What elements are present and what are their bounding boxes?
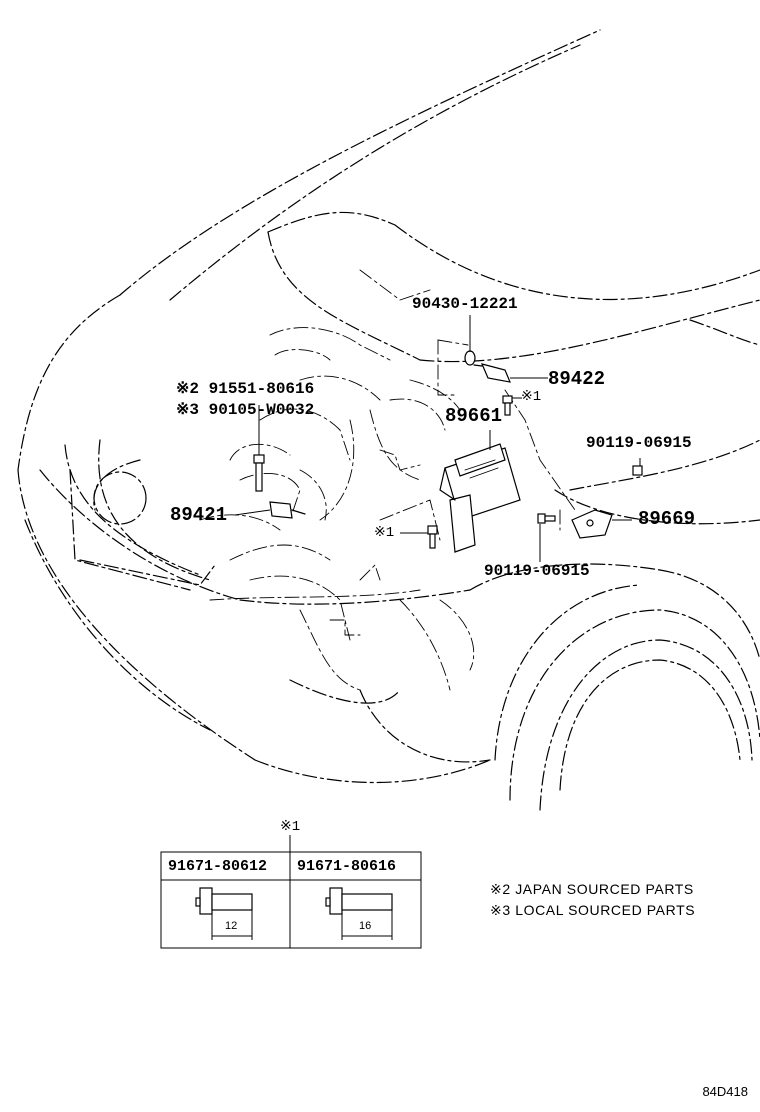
bolt-length-2: 16 bbox=[359, 920, 372, 932]
callout-89661[interactable]: 89661 bbox=[445, 405, 503, 427]
bolt-90119-lower bbox=[537, 513, 556, 524]
ecu-module bbox=[439, 443, 521, 553]
callout-91551-80616[interactable]: ※2 91551-80616 bbox=[176, 380, 315, 398]
nut-90119-upper bbox=[632, 465, 643, 476]
note-local-sourced: ※3 LOCAL SOURCED PARTS bbox=[490, 902, 696, 918]
bolt-table-marker: ※1 bbox=[280, 819, 301, 835]
callout-left-bolt-mark: ※1 bbox=[374, 525, 395, 541]
bolt-89422-mount bbox=[502, 395, 513, 416]
sensor-89422 bbox=[464, 350, 511, 383]
bolt-left-ecu bbox=[427, 525, 438, 549]
phantom-lines bbox=[437, 339, 576, 531]
callout-89421[interactable]: 89421 bbox=[170, 504, 228, 526]
bolts bbox=[253, 395, 643, 549]
bolt-part-number-2[interactable]: 91671-80616 bbox=[297, 858, 397, 875]
callout-90119-06915-lower[interactable]: 90119-06915 bbox=[484, 562, 590, 580]
bolt-drawing-12 bbox=[195, 887, 253, 940]
callout-89422[interactable]: 89422 bbox=[548, 368, 606, 390]
callout-90105-W0032[interactable]: ※3 90105-W0032 bbox=[176, 401, 315, 419]
bolt-length-1: 12 bbox=[225, 920, 238, 932]
callout-90119-06915-upper[interactable]: 90119-06915 bbox=[586, 434, 692, 452]
bracket-89669 bbox=[571, 509, 613, 539]
bolt-drawing-16 bbox=[325, 887, 393, 940]
callout-89669[interactable]: 89669 bbox=[638, 508, 696, 530]
wheel-outline bbox=[469, 319, 760, 811]
bolt-part-number-1[interactable]: 91671-80612 bbox=[168, 858, 268, 875]
callout-89422-mark: ※1 bbox=[521, 389, 542, 405]
front-body-outline bbox=[17, 294, 491, 784]
sensor-89421 bbox=[269, 501, 306, 519]
hood-outline bbox=[119, 29, 760, 363]
leader-lines bbox=[234, 315, 641, 562]
engine-bay bbox=[199, 269, 475, 691]
illustration-code: 84D418 bbox=[702, 1084, 748, 1099]
bolt-91551 bbox=[253, 454, 265, 492]
callout-90430-12221[interactable]: 90430-12221 bbox=[412, 295, 518, 313]
bolt-table-frame bbox=[160, 835, 422, 949]
note-japan-sourced: ※2 JAPAN SOURCED PARTS bbox=[490, 881, 694, 897]
